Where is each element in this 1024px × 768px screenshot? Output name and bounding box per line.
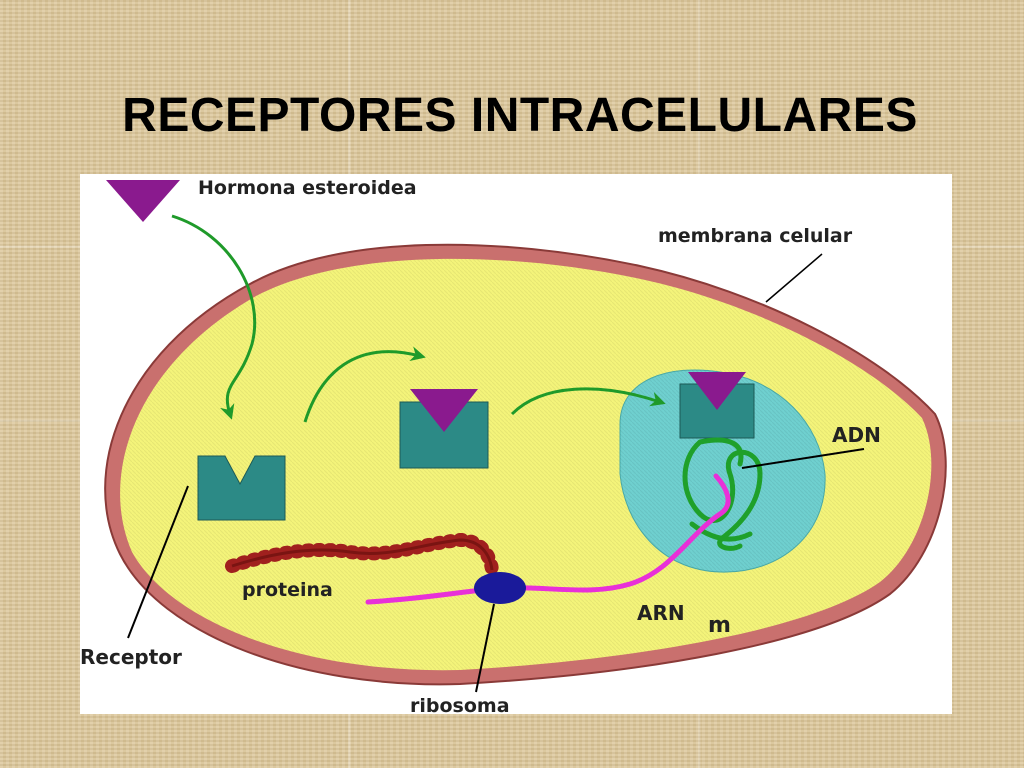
pointer-dna — [741, 448, 865, 469]
label-protein: proteina — [242, 579, 333, 601]
label-hormone: Hormona esteroidea — [198, 177, 417, 199]
label-mrna: ARN — [637, 601, 685, 625]
label-receptor: Receptor — [80, 645, 182, 669]
diagram-panel: Hormona esteroidea membrana celular ADN … — [80, 174, 952, 714]
label-membrane: membrana celular — [658, 225, 853, 247]
mrna-strand — [365, 473, 731, 605]
pointer-membrane — [765, 253, 823, 303]
receptor-empty-icon — [197, 455, 286, 521]
hormone-nucleus-icon — [688, 372, 746, 410]
label-dna: ADN — [832, 423, 881, 447]
label-mrna-sub: m — [708, 613, 731, 638]
pointer-receptor — [127, 485, 189, 639]
pointer-ribosome — [475, 603, 495, 693]
dna-strand — [682, 437, 763, 551]
arrow-hormone-to-receptor — [171, 214, 257, 420]
hormone-bound-icon — [410, 389, 478, 432]
page-title: RECEPTORES INTRACELULARES — [122, 89, 918, 142]
cell-diagram: Hormona esteroidea membrana celular ADN … — [80, 177, 947, 714]
ribosome-icon — [474, 572, 526, 604]
label-ribosome: ribosoma — [410, 695, 510, 714]
arrow-complex-to-nucleus — [510, 387, 666, 416]
arrow-receptor-to-complex — [303, 346, 426, 423]
hormone-free-icon — [106, 180, 180, 222]
